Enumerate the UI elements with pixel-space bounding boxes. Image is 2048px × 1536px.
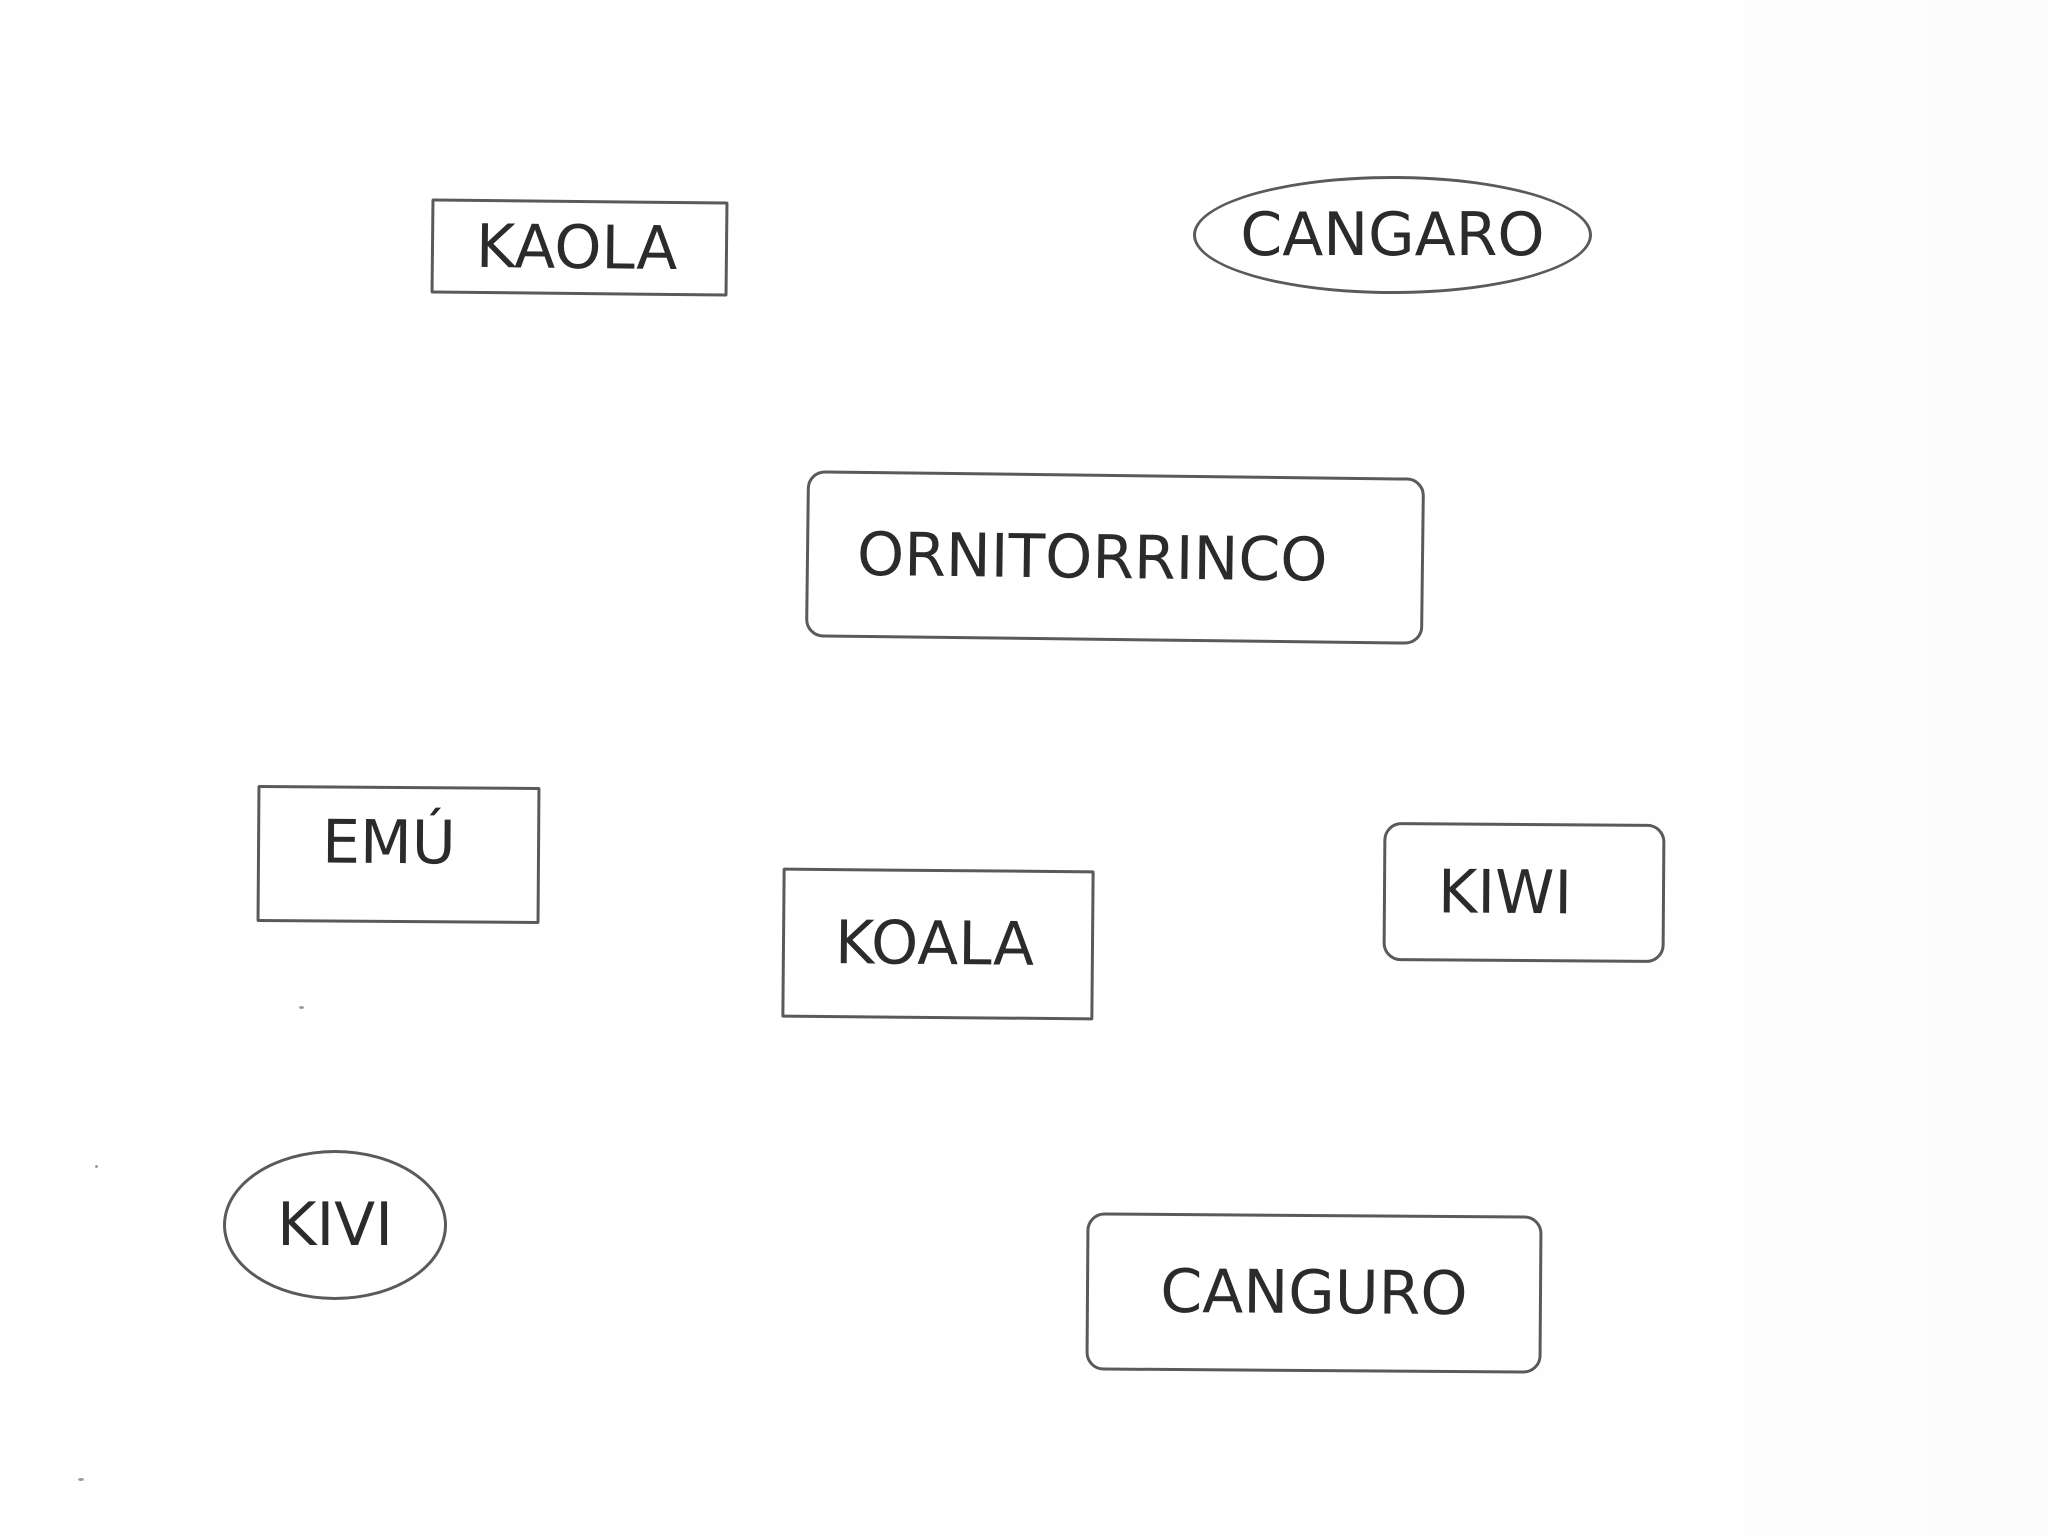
- word-label-kiwi: KIWI: [1437, 856, 1573, 928]
- word-box-emu: EMÚ: [256, 785, 541, 924]
- word-label-cangaro: CANGARO: [1240, 200, 1545, 270]
- word-label-ornitorrinco: ORNITORRINCO: [856, 519, 1328, 596]
- word-box-canguro: CANGURO: [1085, 1212, 1543, 1374]
- word-box-kaola: KAOLA: [430, 198, 729, 297]
- word-box-kiwi: KIWI: [1382, 822, 1666, 963]
- word-box-koala: KOALA: [781, 867, 1095, 1021]
- word-oval-cangaro: CANGARO: [1193, 176, 1592, 294]
- scan-speck: [78, 1478, 84, 1481]
- word-label-canguro: CANGURO: [1160, 1256, 1468, 1330]
- word-label-kaola: KAOLA: [475, 211, 678, 284]
- word-label-emu: EMÚ: [321, 807, 456, 879]
- word-label-kivi: KIVI: [277, 1190, 393, 1260]
- word-oval-kivi: KIVI: [223, 1150, 447, 1300]
- scan-speck: [299, 1006, 304, 1009]
- scan-speck: [95, 1165, 98, 1168]
- word-label-koala: KOALA: [834, 908, 1035, 980]
- word-box-ornitorrinco: ORNITORRINCO: [805, 470, 1425, 645]
